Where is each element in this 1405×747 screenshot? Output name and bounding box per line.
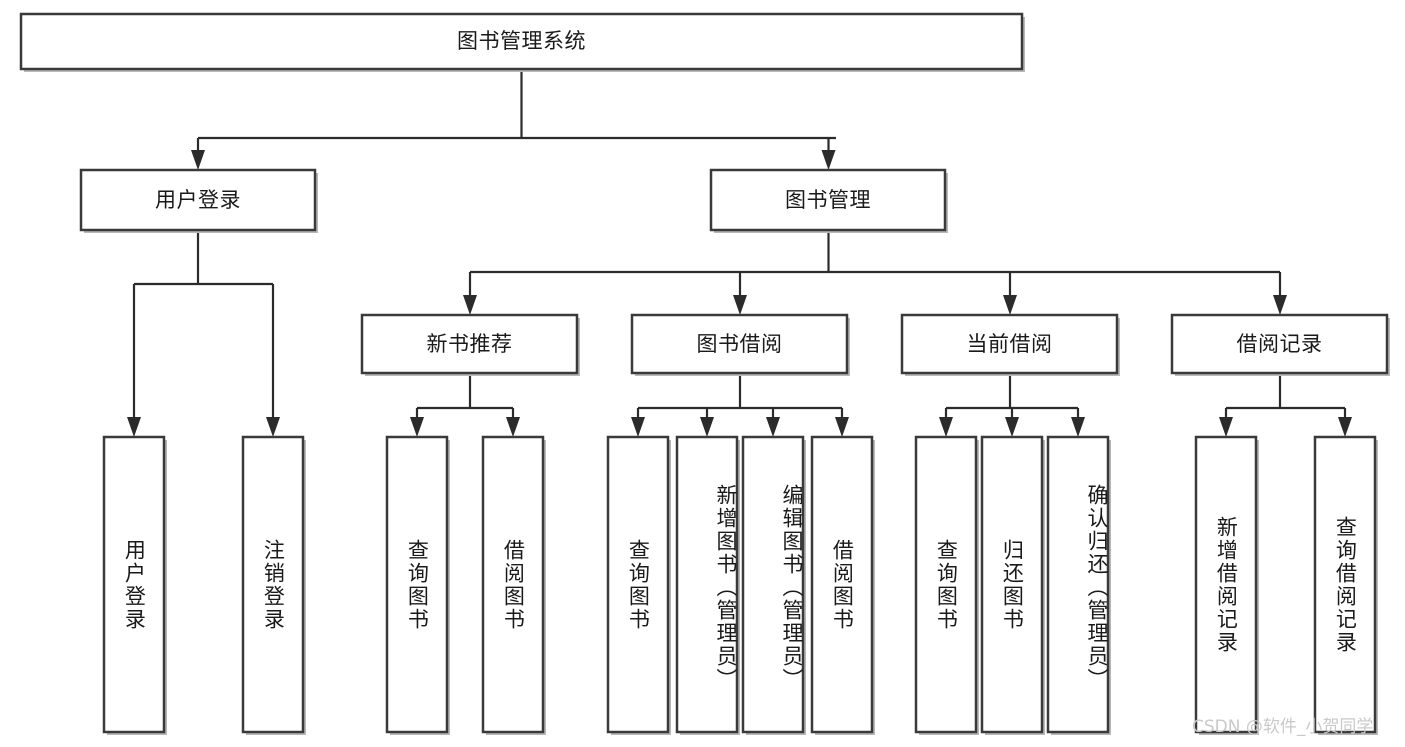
arrowhead-current-borrow [1003,295,1017,315]
leaf-user-login-box-shape[interactable] [102,435,166,734]
arrowhead-leaf-edit-book [766,417,780,437]
arrowhead-book-borrow [733,295,747,315]
new-book-recommend-box-shape[interactable] [360,313,579,375]
arrowhead-leaf-borrow-book-2 [835,417,849,437]
arrowhead-bookmgmt [821,150,836,170]
arrowhead-leaf-user-login [127,417,141,437]
borrow-record-box-shape[interactable] [1170,313,1389,375]
book-management-box-shape[interactable] [709,168,947,232]
leaf-query-record-box-shape[interactable] [1313,435,1377,734]
leaf-add-record-box-shape[interactable] [1194,435,1258,734]
arrowhead-leaf-query-book-2 [631,417,645,437]
arrowhead-borrow-record [1273,295,1287,315]
arrowhead-leaf-borrow-book-1 [506,417,520,437]
user-login-box-shape[interactable] [79,168,317,232]
leaf-query-book-2-box-shape[interactable] [606,435,670,734]
leaf-edit-book-box-shape[interactable] [741,435,805,734]
leaf-query-book-3-box-shape[interactable] [914,435,978,734]
leaf-return-book-box-shape[interactable] [980,435,1044,734]
leaf-borrow-book-1-box-shape[interactable] [481,435,545,734]
connector-group [127,68,1352,437]
current-borrow-box-shape[interactable] [900,313,1119,375]
book-borrow-box-shape[interactable] [630,313,849,375]
leaf-confirm-return-box-shape[interactable] [1046,435,1110,734]
arrowhead-new-book-recommend [463,295,477,315]
arrowhead-leaf-return-book [1005,417,1019,437]
arrowhead-userlogin [191,150,205,170]
arrowhead-leaf-logout-login [266,417,280,437]
arrowhead-leaf-query-book-3 [939,417,953,437]
leaf-add-book-box-shape[interactable] [675,435,739,734]
node-box-group [19,12,1390,735]
arrowhead-leaf-add-record [1219,417,1233,437]
leaf-borrow-book-2-box-shape[interactable] [810,435,874,734]
leaf-logout-login-box-shape[interactable] [241,435,305,734]
arrowhead-leaf-add-book [700,417,714,437]
root-box-shape[interactable] [19,12,1024,71]
arrowhead-leaf-confirm-return [1071,417,1085,437]
arrowhead-leaf-query-record [1338,417,1352,437]
leaf-query-book-1-box-shape[interactable] [385,435,449,734]
arrowhead-leaf-query-book-1 [410,417,424,437]
